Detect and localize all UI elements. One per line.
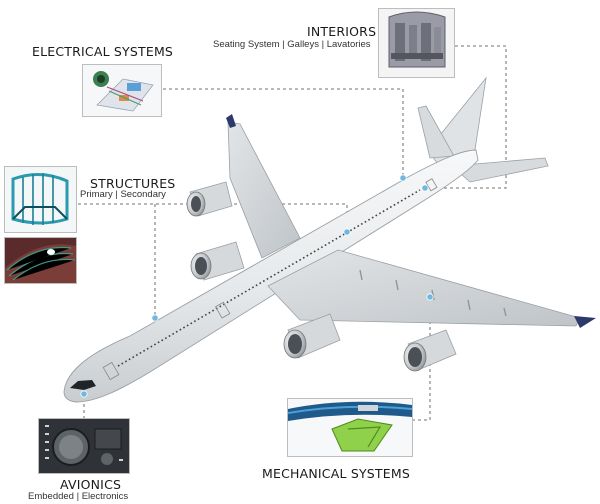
marker-forward [151, 314, 159, 322]
door-mid [214, 301, 231, 319]
horizontal-stabilizer-lower [451, 157, 549, 183]
electrical-title: ELECTRICAL SYSTEMS [32, 44, 174, 59]
mechanical-title: MECHANICAL SYSTEMS [262, 466, 410, 481]
marker-mechanical [426, 293, 434, 301]
marker-structures [343, 228, 351, 236]
structures-primary-thumbnail [4, 166, 77, 233]
upper-engine-inner [190, 241, 245, 281]
door-rear [425, 178, 438, 192]
interiors-title: INTERIORS [307, 24, 377, 39]
interiors-subtitle: Seating System | Galleys | Lavatories [213, 39, 371, 50]
lower-engine-outer [403, 329, 457, 372]
avionics-thumbnail [38, 418, 130, 474]
structures-title: STRUCTURES [90, 176, 176, 191]
marker-avionics [80, 390, 88, 398]
avionics-subtitle: Embedded | Electronics [28, 491, 129, 502]
structures-subtitle: Primary | Secondary [80, 189, 166, 200]
door-front [102, 361, 120, 381]
lower-winglet [574, 316, 596, 328]
interiors-thumbnail [378, 8, 455, 78]
lower-engine-inner [283, 313, 341, 359]
marker-tail [421, 184, 429, 192]
marker-interiors [399, 174, 407, 182]
structures-secondary-thumbnail [4, 237, 77, 284]
mechanical-thumbnail [287, 398, 413, 457]
cabin-window-line [117, 189, 421, 367]
leader-interiors [425, 45, 507, 189]
cockpit-windows [70, 380, 96, 390]
upper-wing [227, 121, 301, 259]
horizontal-stabilizer-upper [417, 105, 455, 159]
leader-lines [78, 45, 507, 421]
marker-dots [80, 174, 434, 398]
electrical-thumbnail [82, 64, 162, 117]
leader-electrical [163, 88, 404, 178]
flap-track-fairings [359, 269, 507, 317]
leader-mechanical [412, 297, 431, 421]
upper-winglet [226, 114, 236, 128]
upper-engine-outer [186, 181, 233, 217]
avionics-title: AVIONICS [60, 477, 122, 492]
